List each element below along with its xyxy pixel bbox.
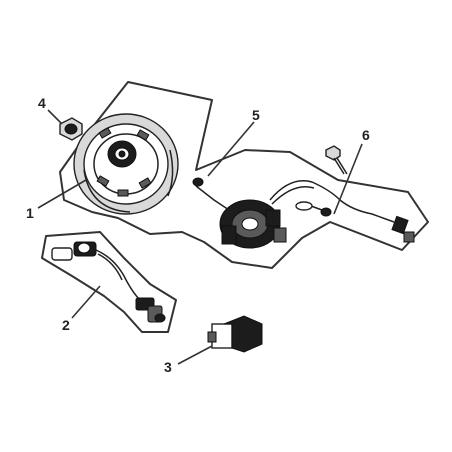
- callout-2: 2: [62, 317, 70, 333]
- mounting-bolt: [320, 145, 348, 217]
- flywheel-rotor: [73, 113, 179, 215]
- leader-line-5: [207, 121, 255, 177]
- connector-module: [207, 315, 263, 353]
- callout-4: 4: [38, 95, 46, 111]
- main-assembly-outline: [59, 81, 429, 269]
- callout-5: 5: [252, 107, 260, 123]
- leader-line-6: [333, 143, 363, 215]
- callout-1: 1: [26, 205, 34, 221]
- leader-line-3: [177, 345, 213, 365]
- callout-6: 6: [362, 127, 370, 143]
- callout-3: 3: [164, 359, 172, 375]
- pickup-coil-outline: [41, 231, 177, 333]
- pickup-coil: [51, 241, 166, 323]
- flywheel-nut: [59, 117, 83, 141]
- leader-line-4: [47, 109, 63, 125]
- leader-line-2: [71, 285, 101, 319]
- stator-assembly: [192, 177, 415, 249]
- leader-line-1: [37, 179, 87, 209]
